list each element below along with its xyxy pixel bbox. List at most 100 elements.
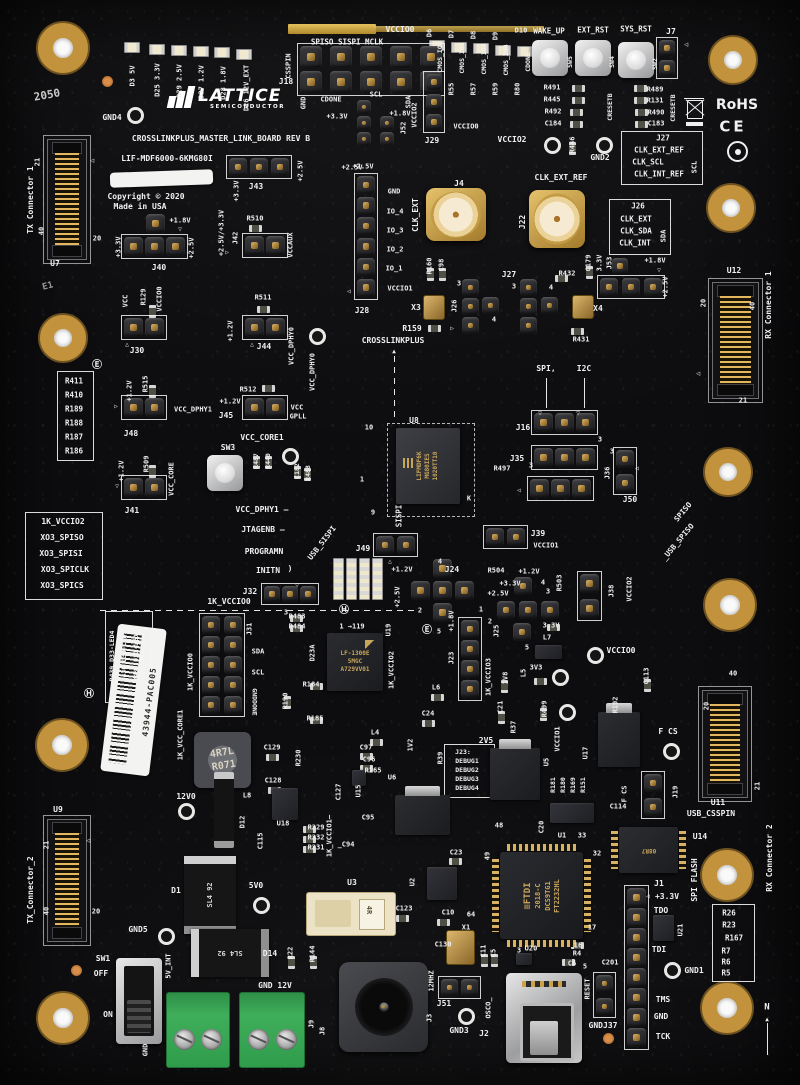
header-pin — [224, 696, 242, 714]
header-pin — [300, 46, 322, 68]
header-pin — [461, 660, 479, 678]
silkscreen-label: CSSPIN — [284, 53, 293, 79]
sma-connector-j4 — [426, 188, 486, 241]
silkscreen-label: 2050 — [32, 86, 62, 104]
silkscreen-label: J27 — [501, 270, 517, 279]
silkscreen-label: R411 — [64, 376, 84, 386]
header-pin — [462, 317, 479, 334]
silkscreen-label: SPISO — [672, 500, 694, 524]
silkscreen-label: 40 — [42, 906, 51, 916]
pin-header — [624, 885, 649, 1050]
silkscreen-label: C128 — [264, 776, 282, 785]
silkscreen-label: C20 — [537, 820, 546, 834]
pin-header — [242, 395, 288, 420]
silkscreen-label: I2C — [576, 364, 592, 373]
silkscreen-label: ▷ — [450, 325, 454, 332]
silkscreen-label: 1K_VCCIO2 — [387, 651, 396, 689]
silkscreen-label: ▽ — [295, 582, 299, 589]
silkscreen-label: VCC_DPHY1 — — [235, 505, 289, 514]
silkscreen-label: VCCIO2 — [410, 102, 419, 128]
smd-passive — [449, 858, 462, 865]
smd-part — [272, 788, 298, 820]
silkscreen-label: CROSSLINKPLUS — [361, 336, 425, 345]
silkscreen-label: OSCO_ — [484, 997, 493, 1019]
silkscreen-label: IO_1 — [385, 264, 403, 273]
header-pin — [380, 116, 394, 130]
silkscreen-label: CLK_INT — [619, 238, 651, 248]
smd-passive — [303, 846, 316, 853]
silkscreen-label: J2 — [479, 1029, 489, 1038]
header-pin — [224, 636, 242, 654]
silkscreen-label: U2 — [408, 877, 417, 887]
silkscreen-label: R439 D33-LED4 — [107, 630, 116, 682]
header-pin — [124, 237, 143, 256]
silkscreen-label: 1V2 — [406, 738, 415, 752]
header-pin — [612, 258, 628, 274]
silkscreen-label: CLK_EXT_REF — [534, 173, 588, 182]
silkscreen-label: CROSSLINKPLUS_MASTER_LINK_BOARD REV B — [131, 134, 311, 143]
smd-passive — [572, 85, 585, 92]
silkscreen-label: 3 — [597, 435, 603, 444]
silkscreen-label: C179 — [584, 254, 593, 272]
pin-header — [261, 583, 319, 605]
silkscreen-label: Made in USA — [113, 202, 167, 211]
silkscreen-label: 9 — [370, 508, 376, 517]
silkscreen-label: IO_4 — [386, 207, 404, 216]
silkscreen-label: ) — [287, 564, 293, 573]
header-pin — [461, 640, 479, 658]
silkscreen-label: R410 — [64, 390, 84, 400]
silkscreen-label: VCCIO2 — [497, 135, 527, 144]
silkscreen-label: GND — [653, 1012, 669, 1021]
silkscreen-label: SISPI — [394, 504, 404, 528]
silkscreen-label: VCCIO2 — [625, 576, 634, 602]
silkscreen-label: R59 — [491, 82, 500, 96]
smd-passive — [149, 465, 156, 478]
silkscreen-label: R167 — [724, 933, 744, 943]
pin-header — [438, 976, 481, 999]
header-pin — [330, 71, 352, 93]
silkscreen-label: R55 — [447, 82, 456, 96]
header-pin — [659, 60, 675, 76]
header-pin — [357, 278, 375, 297]
smd-passive — [257, 306, 270, 313]
led — [473, 43, 489, 54]
smd-part — [550, 803, 594, 823]
silkscreen-label: J44 — [256, 342, 272, 351]
via — [157, 927, 175, 945]
led — [124, 42, 140, 53]
silkscreen-label: D8 — [469, 30, 478, 40]
silkscreen-label: 32 — [592, 849, 602, 858]
via — [663, 961, 681, 979]
silkscreen-label: ◁ — [89, 156, 95, 165]
silkscreen-label: R484 — [288, 622, 306, 631]
silkscreen-label: SPI, — [536, 364, 556, 373]
silkscreen-label: GND4 — [102, 113, 122, 122]
silkscreen-label: C184 — [544, 119, 562, 128]
silkscreen-label: R431 — [572, 335, 590, 344]
silkscreen-label: 21 — [753, 781, 762, 791]
silkscreen-label: J26 — [450, 299, 459, 313]
silkscreen-label: SW4 — [607, 56, 616, 68]
silkscreen-label: J39 — [530, 529, 546, 538]
silkscreen-label: 1V8 — [501, 671, 510, 685]
silkscreen-label: XO3_SPISO — [40, 533, 84, 542]
silkscreen-label: R509 — [142, 455, 151, 473]
silkscreen-label: +2.5V — [352, 162, 374, 171]
silkscreen-label: R187 — [64, 432, 84, 442]
silkscreen-label: +1.8V — [644, 256, 666, 265]
header-pin — [357, 196, 375, 215]
smd-part — [598, 703, 640, 767]
smd-passive — [360, 753, 373, 760]
silkscreen-label: J45 — [218, 411, 234, 420]
silkscreen-label: TDO — [653, 906, 669, 915]
smd-passive — [304, 468, 311, 481]
silkscreen-label: 10 — [364, 423, 374, 432]
silkscreen-label: CLK_EXT — [411, 198, 420, 232]
silkscreen-label: R80 — [513, 82, 522, 96]
via — [126, 106, 144, 124]
silkscreen-label: J43 — [248, 182, 264, 191]
pin-header — [458, 617, 482, 701]
silkscreen-label: 21 — [738, 396, 748, 405]
silkscreen-label: 4 — [548, 283, 554, 292]
silkscreen-label: VCCAUX — [286, 232, 295, 258]
